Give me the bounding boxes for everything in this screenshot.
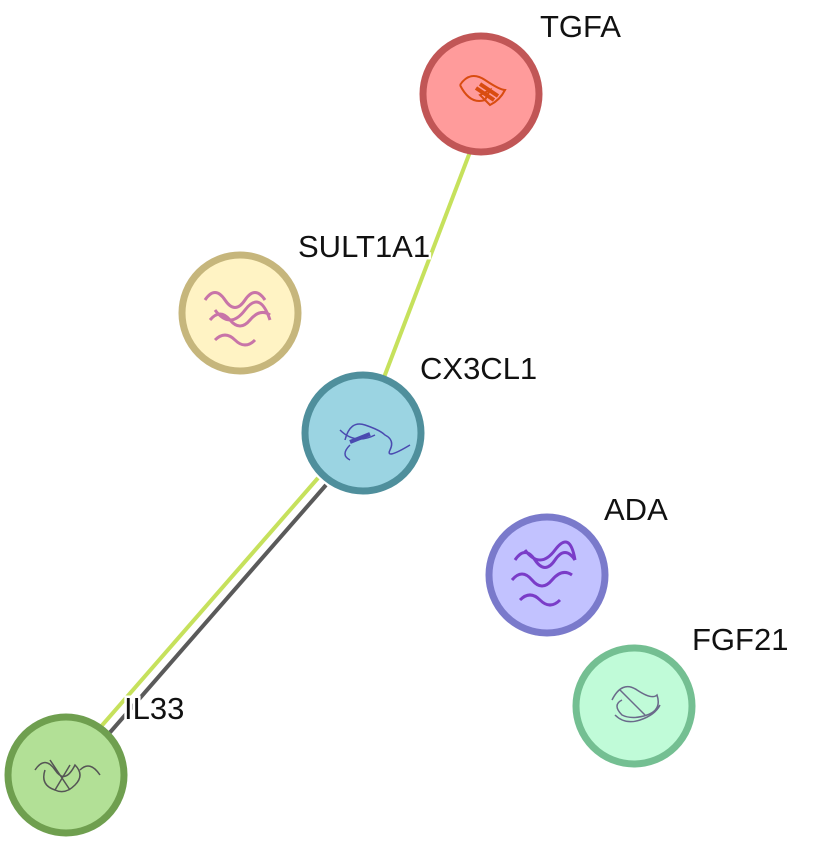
protein-structure-icon	[203, 291, 272, 347]
node-tgfa[interactable]: TGFA	[419, 7, 624, 156]
node-label: SULT1A1	[298, 229, 430, 264]
edge-tgfa-cx3cl1[interactable]	[381, 151, 472, 381]
protein-structure-icon	[459, 75, 507, 107]
protein-structure-icon	[339, 423, 411, 461]
node-label: CX3CL1	[420, 351, 537, 386]
node-cx3cl1[interactable]: CX3CL1	[301, 349, 540, 495]
node-label: ADA	[604, 492, 668, 527]
node-ada[interactable]: ADA	[485, 490, 671, 637]
node-label: IL33	[124, 691, 184, 726]
edge-cx3cl1-il33-coexpression[interactable]	[104, 483, 328, 739]
protein-structure-icon	[510, 540, 577, 607]
node-fgf21[interactable]: FGF21	[572, 620, 791, 768]
protein-structure-icon	[34, 759, 101, 793]
protein-structure-icon	[611, 685, 661, 723]
node-il33[interactable]: IL33	[4, 689, 187, 837]
node-label: TGFA	[540, 9, 621, 44]
edge-cx3cl1-il33-textmining[interactable]	[96, 476, 320, 732]
node-sult1a1[interactable]: SULT1A1	[178, 227, 433, 375]
node-label: FGF21	[692, 622, 788, 657]
